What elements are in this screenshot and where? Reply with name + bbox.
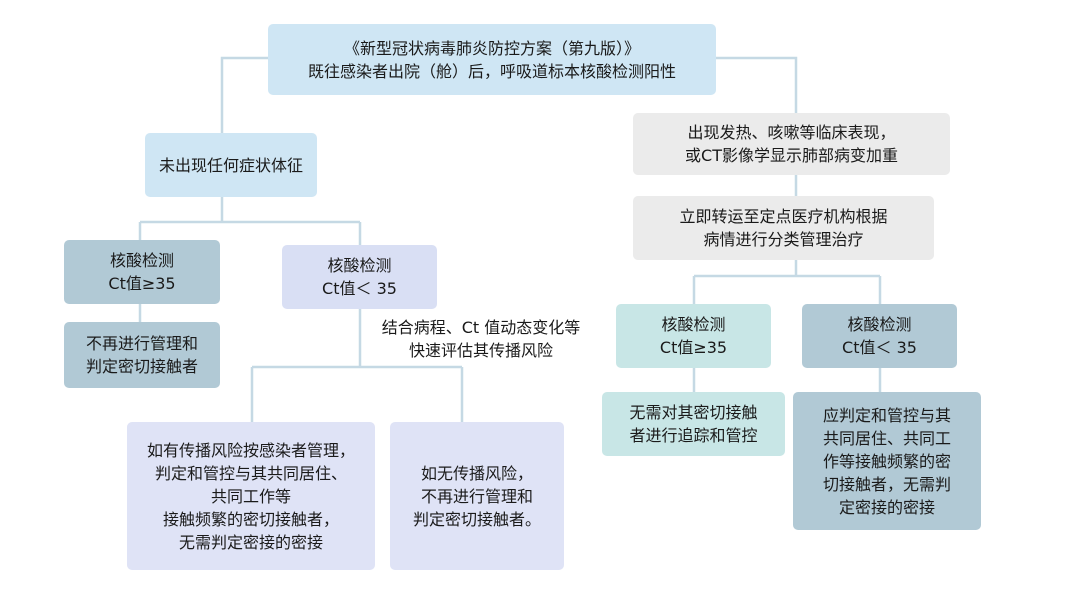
symptoms-line-1: 出现发热、咳嗽等临床表现，: [687, 123, 896, 142]
risk-line-3: 共同工作等: [210, 486, 291, 506]
risk-line-1: 如有传播风险按感染者管理，: [146, 440, 355, 460]
right-ct-low-result-line-3: 作等接触频繁的密: [822, 451, 951, 471]
right-ct-high-box: 核酸检测 Ct值≥35: [616, 304, 771, 368]
risk-line-5: 无需判定密接的密接: [178, 532, 323, 552]
symptoms-box: 出现发热、咳嗽等临床表现， 或CT影像学显示肺部病变加重: [633, 113, 950, 175]
left-ct-high-line-1: 核酸检测: [109, 251, 174, 270]
risk-line-2: 判定和管控与其共同居住、: [154, 463, 347, 483]
no-risk-line-1: 如无传播风险，: [420, 463, 533, 483]
left-ct-high-result-line-1: 不再进行管理和: [85, 334, 198, 353]
risk-line-4: 接触频繁的密切接触者，: [162, 509, 339, 529]
connector-transfer-split: [692, 260, 882, 304]
right-ct-high-result-box: 无需对其密切接触 者进行追踪和管控: [602, 392, 785, 456]
connector-nosymptom-split: [138, 197, 362, 245]
left-ct-low-line-1: 核酸检测: [327, 256, 392, 275]
right-ct-low-result-line-1: 应判定和管控与其: [822, 405, 951, 425]
right-ct-low-result-line-5: 定密接的密接: [838, 497, 935, 517]
connector-root-to-right: [716, 56, 798, 113]
left-ct-low-box: 核酸检测 Ct值＜ 35: [282, 245, 437, 309]
right-ct-low-line-2: Ct值＜ 35: [842, 338, 917, 357]
right-ct-low-box: 核酸检测 Ct值＜ 35: [802, 304, 957, 368]
left-ct-high-result-line-2: 判定密切接触者: [85, 357, 198, 376]
no-symptoms-box: 未出现任何症状体征: [145, 133, 317, 197]
risk-box: 如有传播风险按感染者管理， 判定和管控与其共同居住、 共同工作等 接触频繁的密切…: [127, 422, 375, 570]
right-ct-low-result-line-4: 切接触者，无需判: [822, 474, 951, 494]
left-ct-low-line-2: Ct值＜ 35: [322, 279, 397, 298]
symptoms-line-2: 或CT影像学显示肺部病变加重: [685, 146, 898, 165]
right-ct-high-result-line-2: 者进行追踪和管控: [629, 426, 758, 445]
root-line-2: 既往感染者出院（舱）后，呼吸道标本核酸检测阳性: [307, 61, 676, 81]
no-risk-box: 如无传播风险， 不再进行管理和 判定密切接触者。: [390, 422, 564, 570]
left-ct-high-result-box: 不再进行管理和 判定密切接触者: [64, 322, 220, 388]
right-ct-high-line-2: Ct值≥35: [659, 338, 728, 357]
no-risk-line-2: 不再进行管理和: [420, 486, 533, 506]
right-ct-low-line-1: 核酸检测: [847, 315, 912, 334]
no-symptoms-text: 未出现任何症状体征: [158, 155, 303, 175]
root-line-1: 《新型冠状病毒肺炎防控方案（第九版）》: [343, 38, 640, 58]
assess-risk-line-2: 快速评估其传播风险: [408, 341, 553, 360]
left-ct-high-line-2: Ct值≥35: [108, 274, 176, 293]
right-ct-low-result-box: 应判定和管控与其 共同居住、共同工 作等接触频繁的密 切接触者，无需判 定密接的…: [793, 392, 981, 530]
transfer-line-1: 立即转运至定点医疗机构根据: [679, 207, 888, 226]
transfer-box: 立即转运至定点医疗机构根据 病情进行分类管理治疗: [633, 196, 934, 260]
root-box: 《新型冠状病毒肺炎防控方案（第九版）》 既往感染者出院（舱）后，呼吸道标本核酸检…: [268, 24, 716, 95]
assess-risk-label: 结合病程、Ct 值动态变化等 快速评估其传播风险: [356, 316, 606, 362]
assess-risk-line-1: 结合病程、Ct 值动态变化等: [381, 318, 581, 337]
connector-root-to-left: [220, 56, 268, 133]
right-ct-high-line-1: 核酸检测: [661, 315, 726, 334]
connector-assess-split: [250, 365, 464, 422]
left-ct-high-box: 核酸检测 Ct值≥35: [64, 240, 220, 304]
no-risk-line-3: 判定密切接触者。: [412, 509, 541, 529]
right-ct-high-result-line-1: 无需对其密切接触: [629, 403, 758, 422]
transfer-line-2: 病情进行分类管理治疗: [703, 230, 864, 249]
right-ct-low-result-line-2: 共同居住、共同工: [822, 428, 951, 448]
